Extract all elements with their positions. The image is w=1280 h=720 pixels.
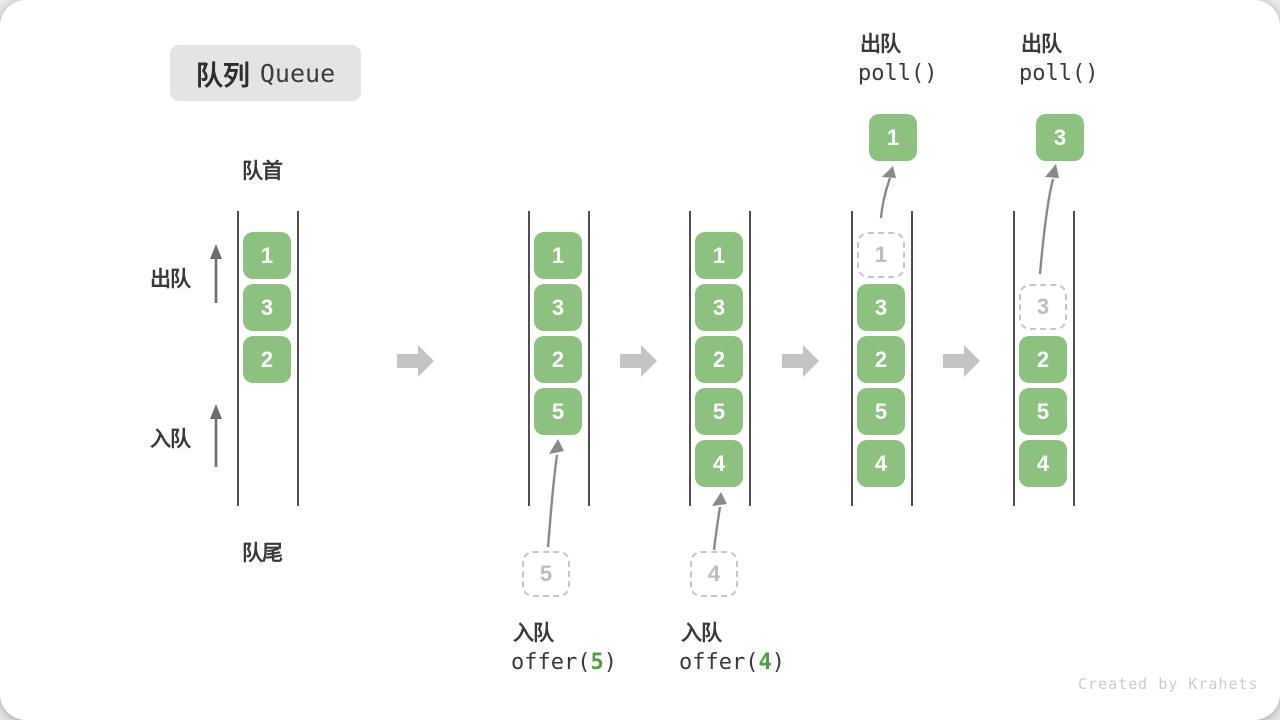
dequeue-direction-label: 出队 [150,268,191,291]
queue2-wall-left [528,211,530,506]
queue1-item: 2 [243,336,291,383]
enqueue-direction-label: 入队 [150,428,191,451]
queue4-wall-left [851,211,853,506]
enqueue-arrow-icon [712,492,727,551]
queue3-item: 2 [695,336,743,383]
queue3-wall-left [689,211,691,506]
watermark: Created by Krahets [1078,675,1259,693]
queue5-removed-item: 3 [1019,284,1067,330]
offer4-code-post: ) [771,650,785,675]
queue1-wall-right [297,211,299,506]
queue4-item: 5 [857,388,905,435]
poll1-op-code: poll() [858,61,938,86]
next-step-arrow-icon [943,345,980,377]
dequeue-arrow-icon [1038,164,1059,275]
queue3-item: 3 [695,284,743,331]
offer5-code-pre: offer( [511,650,591,675]
poll2-op-code: poll() [1019,61,1099,86]
queue4-wall-right [911,211,913,506]
queue4-removed-item: 1 [857,232,905,278]
offer4-op-code: offer(4) [679,650,785,675]
next-step-arrow-icon [782,345,819,377]
queue5-item: 4 [1019,440,1067,487]
next-step-arrow-icon [620,345,657,377]
dequeue-arrow-icon [879,166,896,219]
offer5-code-post: ) [603,650,617,675]
queue5-wall-left [1013,211,1015,506]
queue3-wall-right [749,211,751,506]
queue2-incoming-item: 5 [522,551,570,597]
dequeue-direction-arrow-icon [210,244,222,303]
offer4-code-arg: 4 [758,650,772,675]
queue1-wall-left [237,211,239,506]
queue4-item: 2 [857,336,905,383]
queue2-item: 3 [534,284,582,331]
title-en: Queue [259,58,336,88]
queue4-item: 3 [857,284,905,331]
title-badge: 队列 Queue [170,45,361,101]
queue4-item: 4 [857,440,905,487]
offer5-code-arg: 5 [590,650,604,675]
queue-rear-label: 队尾 [242,542,283,565]
queue4-polled-item: 1 [869,114,917,161]
queue2-item: 1 [534,232,582,279]
title-zh: 队列 [195,60,250,91]
queue5-polled-item: 3 [1036,114,1084,161]
queue2-item: 2 [534,336,582,383]
queue5-item: 5 [1019,388,1067,435]
queue2-item: 5 [534,388,582,435]
offer4-op-label: 入队 [681,622,722,645]
queue3-item: 5 [695,388,743,435]
enqueue-direction-arrow-icon [210,404,222,467]
queue3-incoming-item: 4 [690,551,738,597]
queue5-item: 2 [1019,336,1067,383]
queue1-item: 3 [243,284,291,331]
poll2-op-label: 出队 [1021,33,1062,56]
queue3-item: 1 [695,232,743,279]
queue-front-label: 队首 [242,160,283,183]
poll1-op-label: 出队 [860,33,901,56]
queue5-wall-right [1073,211,1075,506]
queue3-item: 4 [695,440,743,487]
offer4-code-pre: offer( [679,650,759,675]
queue1-item: 1 [243,232,291,279]
next-step-arrow-icon [397,345,434,377]
queue2-wall-right [588,211,590,506]
offer5-op-code: offer(5) [511,650,617,675]
enqueue-arrow-icon [546,439,564,548]
offer5-op-label: 入队 [513,622,554,645]
